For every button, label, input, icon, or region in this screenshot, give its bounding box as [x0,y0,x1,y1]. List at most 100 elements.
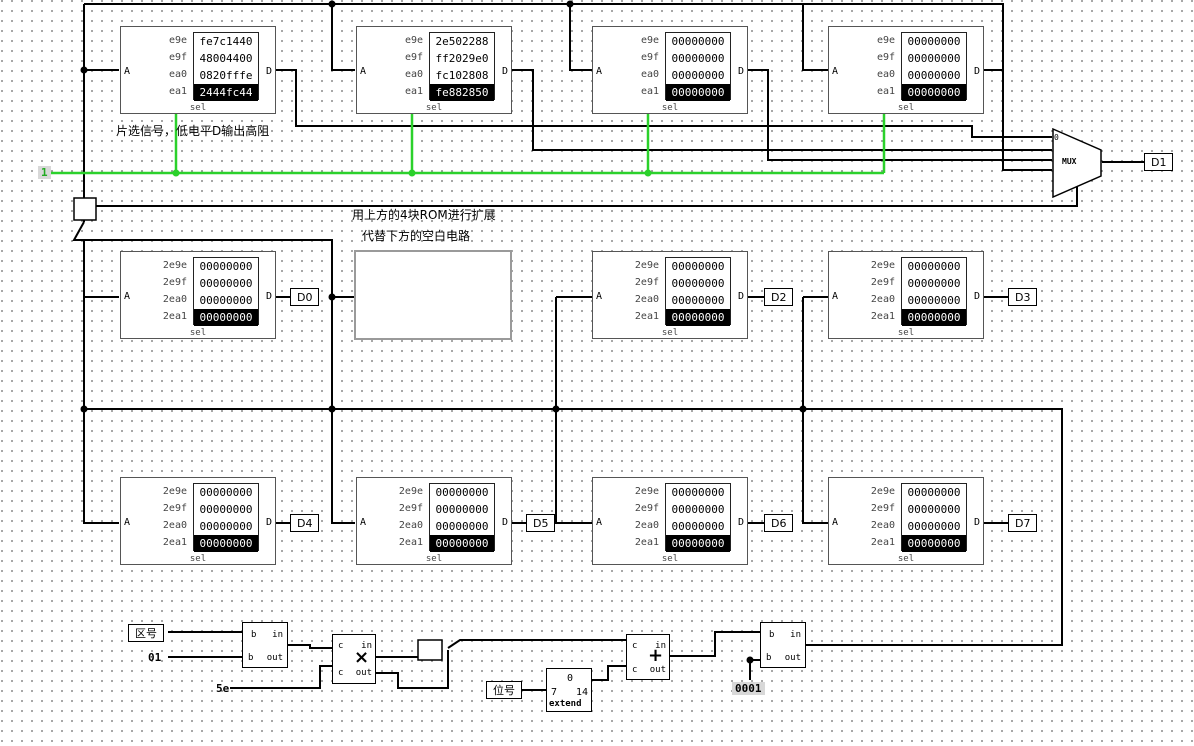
constant-one[interactable]: 1 [38,166,51,179]
rom-pin-d: D [265,291,272,302]
multiplexer[interactable] [1052,128,1102,198]
sub1-b: b [251,630,257,640]
mul-c: c [338,641,344,651]
rom-cell: 00000000 [194,309,258,326]
rom-pin-d: D [265,66,272,77]
rom-cell: fe882850 [430,84,494,101]
output-d1[interactable]: D1 [1144,153,1174,171]
rom-pin-a: A [360,66,367,77]
output-d5[interactable]: D5 [526,514,556,532]
subtractor-2[interactable]: b in b out [760,622,806,668]
rom-cell: 00000000 [902,309,966,326]
rom-address: 2ea1 [634,537,659,548]
rom-address: 2e9e [162,486,187,497]
input-qu[interactable]: 区号 [128,624,164,642]
subtractor-1[interactable]: b in b out [242,622,288,668]
rom-cell: 00000000 [666,309,730,326]
mul-in: in [361,641,372,651]
rom-cell: 00000000 [907,294,961,307]
rom-address: ea1 [404,86,423,97]
sub2-bout: b [766,653,772,663]
rom-pin-d: D [501,66,508,77]
extend-label: extend [549,699,582,709]
rom-pin-a: A [124,517,131,528]
empty-circuit-placeholder [354,250,512,340]
green-junctions [172,169,652,177]
rom-cell: 00000000 [907,260,961,273]
rom-cell: 00000000 [671,520,725,533]
green-wires [50,112,886,175]
expand-note-line2: 代替下方的空白电路 [362,229,471,243]
bit-extender[interactable]: 0 7 14 extend [546,668,592,712]
rom-pin-sel: sel [189,554,207,564]
constant-0001[interactable]: 0001 [732,682,765,695]
rom-pin-a: A [596,517,603,528]
rom-address: ea0 [640,69,659,80]
multiplier[interactable]: c in × c out [332,634,376,684]
constant-01[interactable]: 01 [148,651,162,664]
plus-icon: + [648,645,664,666]
rom-address: 2e9f [870,277,895,288]
rom-cell: 00000000 [671,277,725,290]
rom-address: 2ea0 [398,520,423,531]
output-d2[interactable]: D2 [764,288,794,306]
rom-address: e9e [876,35,895,46]
rom-cell: fe7c1440 [199,35,253,48]
rom-cell: 00000000 [199,260,253,273]
rom-pin-d: D [737,517,744,528]
rom-cell: 00000000 [199,520,253,533]
rom-pin-d: D [973,291,980,302]
rom-pin-d: D [973,66,980,77]
output-d3[interactable]: D3 [1008,288,1038,306]
splitters [73,197,443,661]
output-d0[interactable]: D0 [290,288,320,306]
rom-address: 2e9f [162,503,187,514]
rom-address: 2e9e [870,260,895,271]
rom-cell: 00000000 [671,503,725,516]
adder[interactable]: c in + c out [626,634,670,680]
output-d6[interactable]: D6 [764,514,794,532]
rom-address: ea1 [640,86,659,97]
rom-pin-a: A [832,517,839,528]
rom-address: 2e9e [162,260,187,271]
constant-5e[interactable]: 5e [216,682,230,695]
rom-address: 2ea0 [162,294,187,305]
rom-cell: 00000000 [435,503,489,516]
black-wires [72,3,1144,691]
rom-pin-d: D [973,517,980,528]
rom-pin-sel: sel [425,554,443,564]
rom-address: 2e9e [870,486,895,497]
rom-address: 2e9f [162,277,187,288]
output-d4[interactable]: D4 [290,514,320,532]
rom-address: 2e9e [398,486,423,497]
rom-pin-sel: sel [661,328,679,338]
rom-pin-sel: sel [897,328,915,338]
input-wei[interactable]: 位号 [486,681,522,699]
output-d7[interactable]: D7 [1008,514,1038,532]
rom-pin-sel: sel [189,103,207,113]
